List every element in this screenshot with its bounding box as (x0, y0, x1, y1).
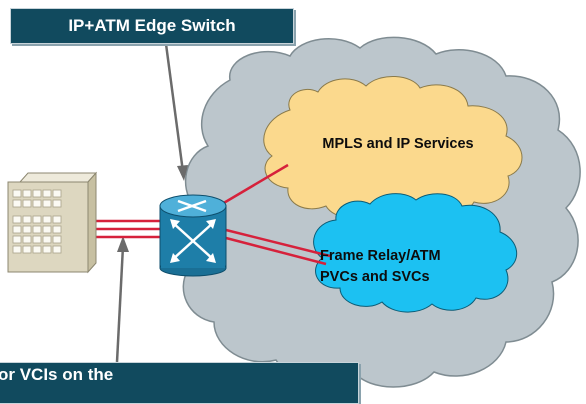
links (85, 163, 331, 266)
vci-pointer (115, 245, 125, 363)
mpls-cloud-label: MPLS and IP Services (322, 136, 474, 152)
frame-relay-line-2: PVCs and SVCs (320, 269, 430, 285)
frame-relay-cloud-label: Frame Relay/ATM PVCs and SVCs (320, 246, 500, 288)
atm-switch-icon (159, 194, 227, 277)
edge-switch-callout: IP+ATM Edge Switch (10, 8, 294, 44)
vci-callout: or VCIs on the (0, 362, 359, 404)
vci-arrowhead (117, 236, 129, 252)
building-icon (7, 171, 98, 274)
edge-switch-pointer (164, 43, 185, 173)
network-diagram (7, 36, 581, 388)
edge-switch-arrowhead (177, 165, 188, 181)
mpls-cloud (263, 75, 523, 220)
frame-relay-cloud (313, 193, 517, 313)
frame-relay-line-1: Frame Relay/ATM (320, 248, 441, 264)
